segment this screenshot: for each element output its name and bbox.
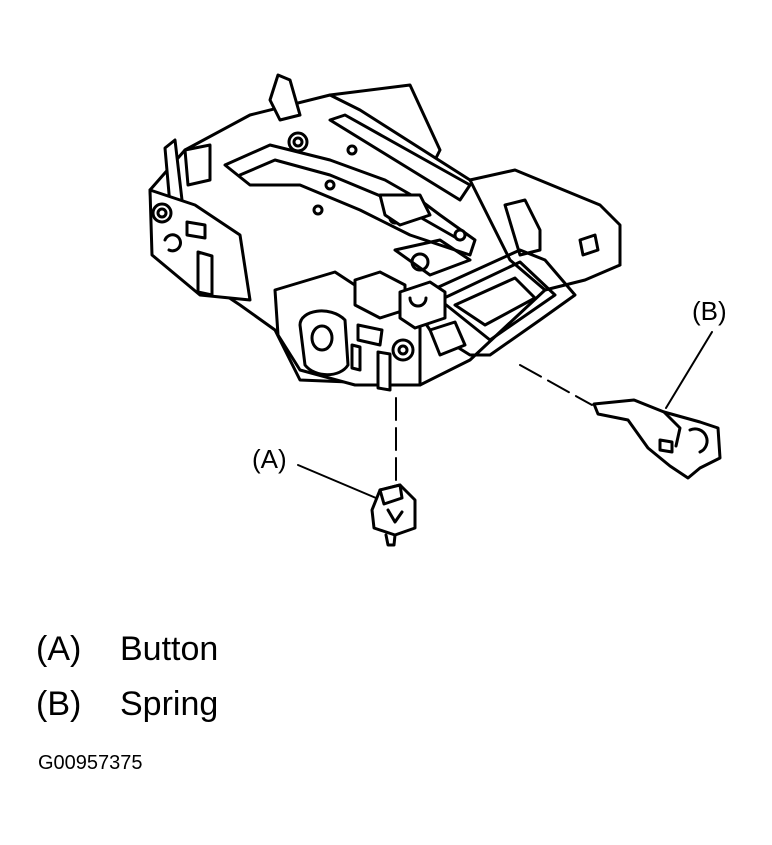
legend-key-b: (B) <box>36 685 82 723</box>
callout-label-b: (B) <box>692 296 727 326</box>
legend-label-spring: Spring <box>120 685 219 723</box>
callout-line-b <box>665 331 713 409</box>
callout-label-a: (A) <box>252 444 287 474</box>
legend-item-button: (A) Button <box>36 632 218 666</box>
figure-id: G00957375 <box>38 752 143 774</box>
latch-assembly-housing <box>148 73 622 392</box>
callout-line-a <box>297 464 377 499</box>
legend-key-a: (A) <box>36 630 82 668</box>
exploded-view-drawing: (A) (B) <box>148 73 727 547</box>
leader-line-spring <box>519 364 593 406</box>
legend-item-spring: (B) Spring <box>36 687 218 721</box>
spring-part <box>592 398 722 480</box>
legend-label-button: Button <box>120 630 219 668</box>
button-part <box>370 483 417 547</box>
